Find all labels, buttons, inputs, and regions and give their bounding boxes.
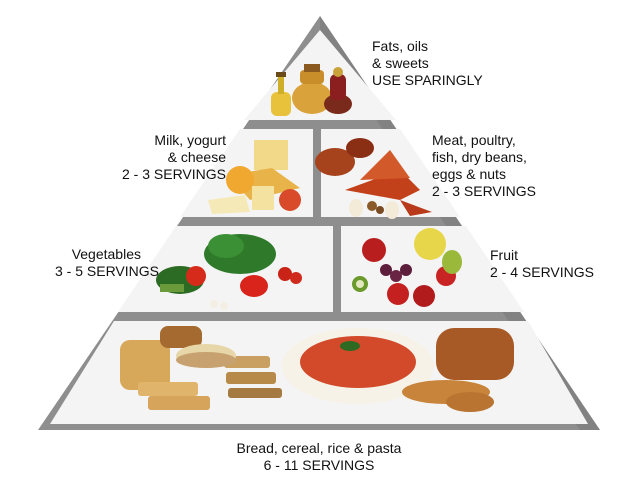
cheese-block-icon <box>208 186 301 214</box>
tier-label-line: Bread, cereal, rice & pasta <box>236 440 402 456</box>
sweets-icon <box>324 67 352 114</box>
fish-icon <box>345 150 420 200</box>
tier-label-milk: Milk, yogurt & cheese 2 - 3 SERVINGS <box>110 132 226 183</box>
tier-label-fruit: Fruit 2 - 4 SERVINGS <box>490 247 594 281</box>
tier-label-line: 3 - 5 SERVINGS <box>55 263 160 279</box>
tier-label-line: 2 - 4 SERVINGS <box>490 264 595 280</box>
tomato-icon <box>186 266 302 286</box>
tier-label-line: 2 - 3 SERVINGS <box>121 166 226 182</box>
tier-label-line: fish, dry beans, <box>432 149 527 165</box>
nuts-icon <box>367 200 432 216</box>
grapes-icon <box>380 264 412 282</box>
kiwi-icon <box>352 276 368 292</box>
tier-label-meat: Meat, poultry, fish, dry beans, eggs & n… <box>432 132 536 200</box>
pepper-icon <box>210 275 268 310</box>
tier-label-line: & cheese <box>167 149 226 165</box>
bread-loaf-icon <box>120 326 514 390</box>
tier-label-line: Vegetables <box>71 246 141 262</box>
olive-oil-bottle-icon <box>271 72 291 116</box>
tier-label-line: 6 - 11 SERVINGS <box>263 457 375 473</box>
baguette-icon <box>402 380 494 412</box>
cheese-wedge-icon <box>226 140 300 200</box>
tier-fruit-cell <box>341 226 524 312</box>
roast-poultry-icon <box>315 138 374 176</box>
rice-icon <box>176 344 236 368</box>
tier-label-line: 2 - 3 SERVINGS <box>432 183 537 199</box>
toast-icon <box>138 356 282 410</box>
tier-label-line: Meat, poultry, <box>432 132 516 148</box>
pasta-plate-icon <box>282 328 434 404</box>
tier-label-bread: Bread, cereal, rice & pasta 6 - 11 SERVI… <box>200 440 438 474</box>
tier-label-line: USE SPARINGLY <box>372 72 483 88</box>
tier-label-line: & sweets <box>372 55 429 71</box>
lettuce-icon <box>204 234 276 274</box>
tier-label-line: Milk, yogurt <box>154 132 226 148</box>
honey-jar-icon <box>292 64 332 114</box>
tier-label-line: Fruit <box>490 247 518 263</box>
egg-icon <box>349 199 399 219</box>
tier-label-line: eggs & nuts <box>432 166 506 182</box>
tier-label-line: Fats, oils <box>372 38 429 54</box>
tier-label-fats: Fats, oils & sweets USE SPARINGLY <box>372 38 483 89</box>
tier-label-vegetables: Vegetables 3 - 5 SERVINGS <box>55 246 160 280</box>
pear-icon <box>414 228 462 274</box>
